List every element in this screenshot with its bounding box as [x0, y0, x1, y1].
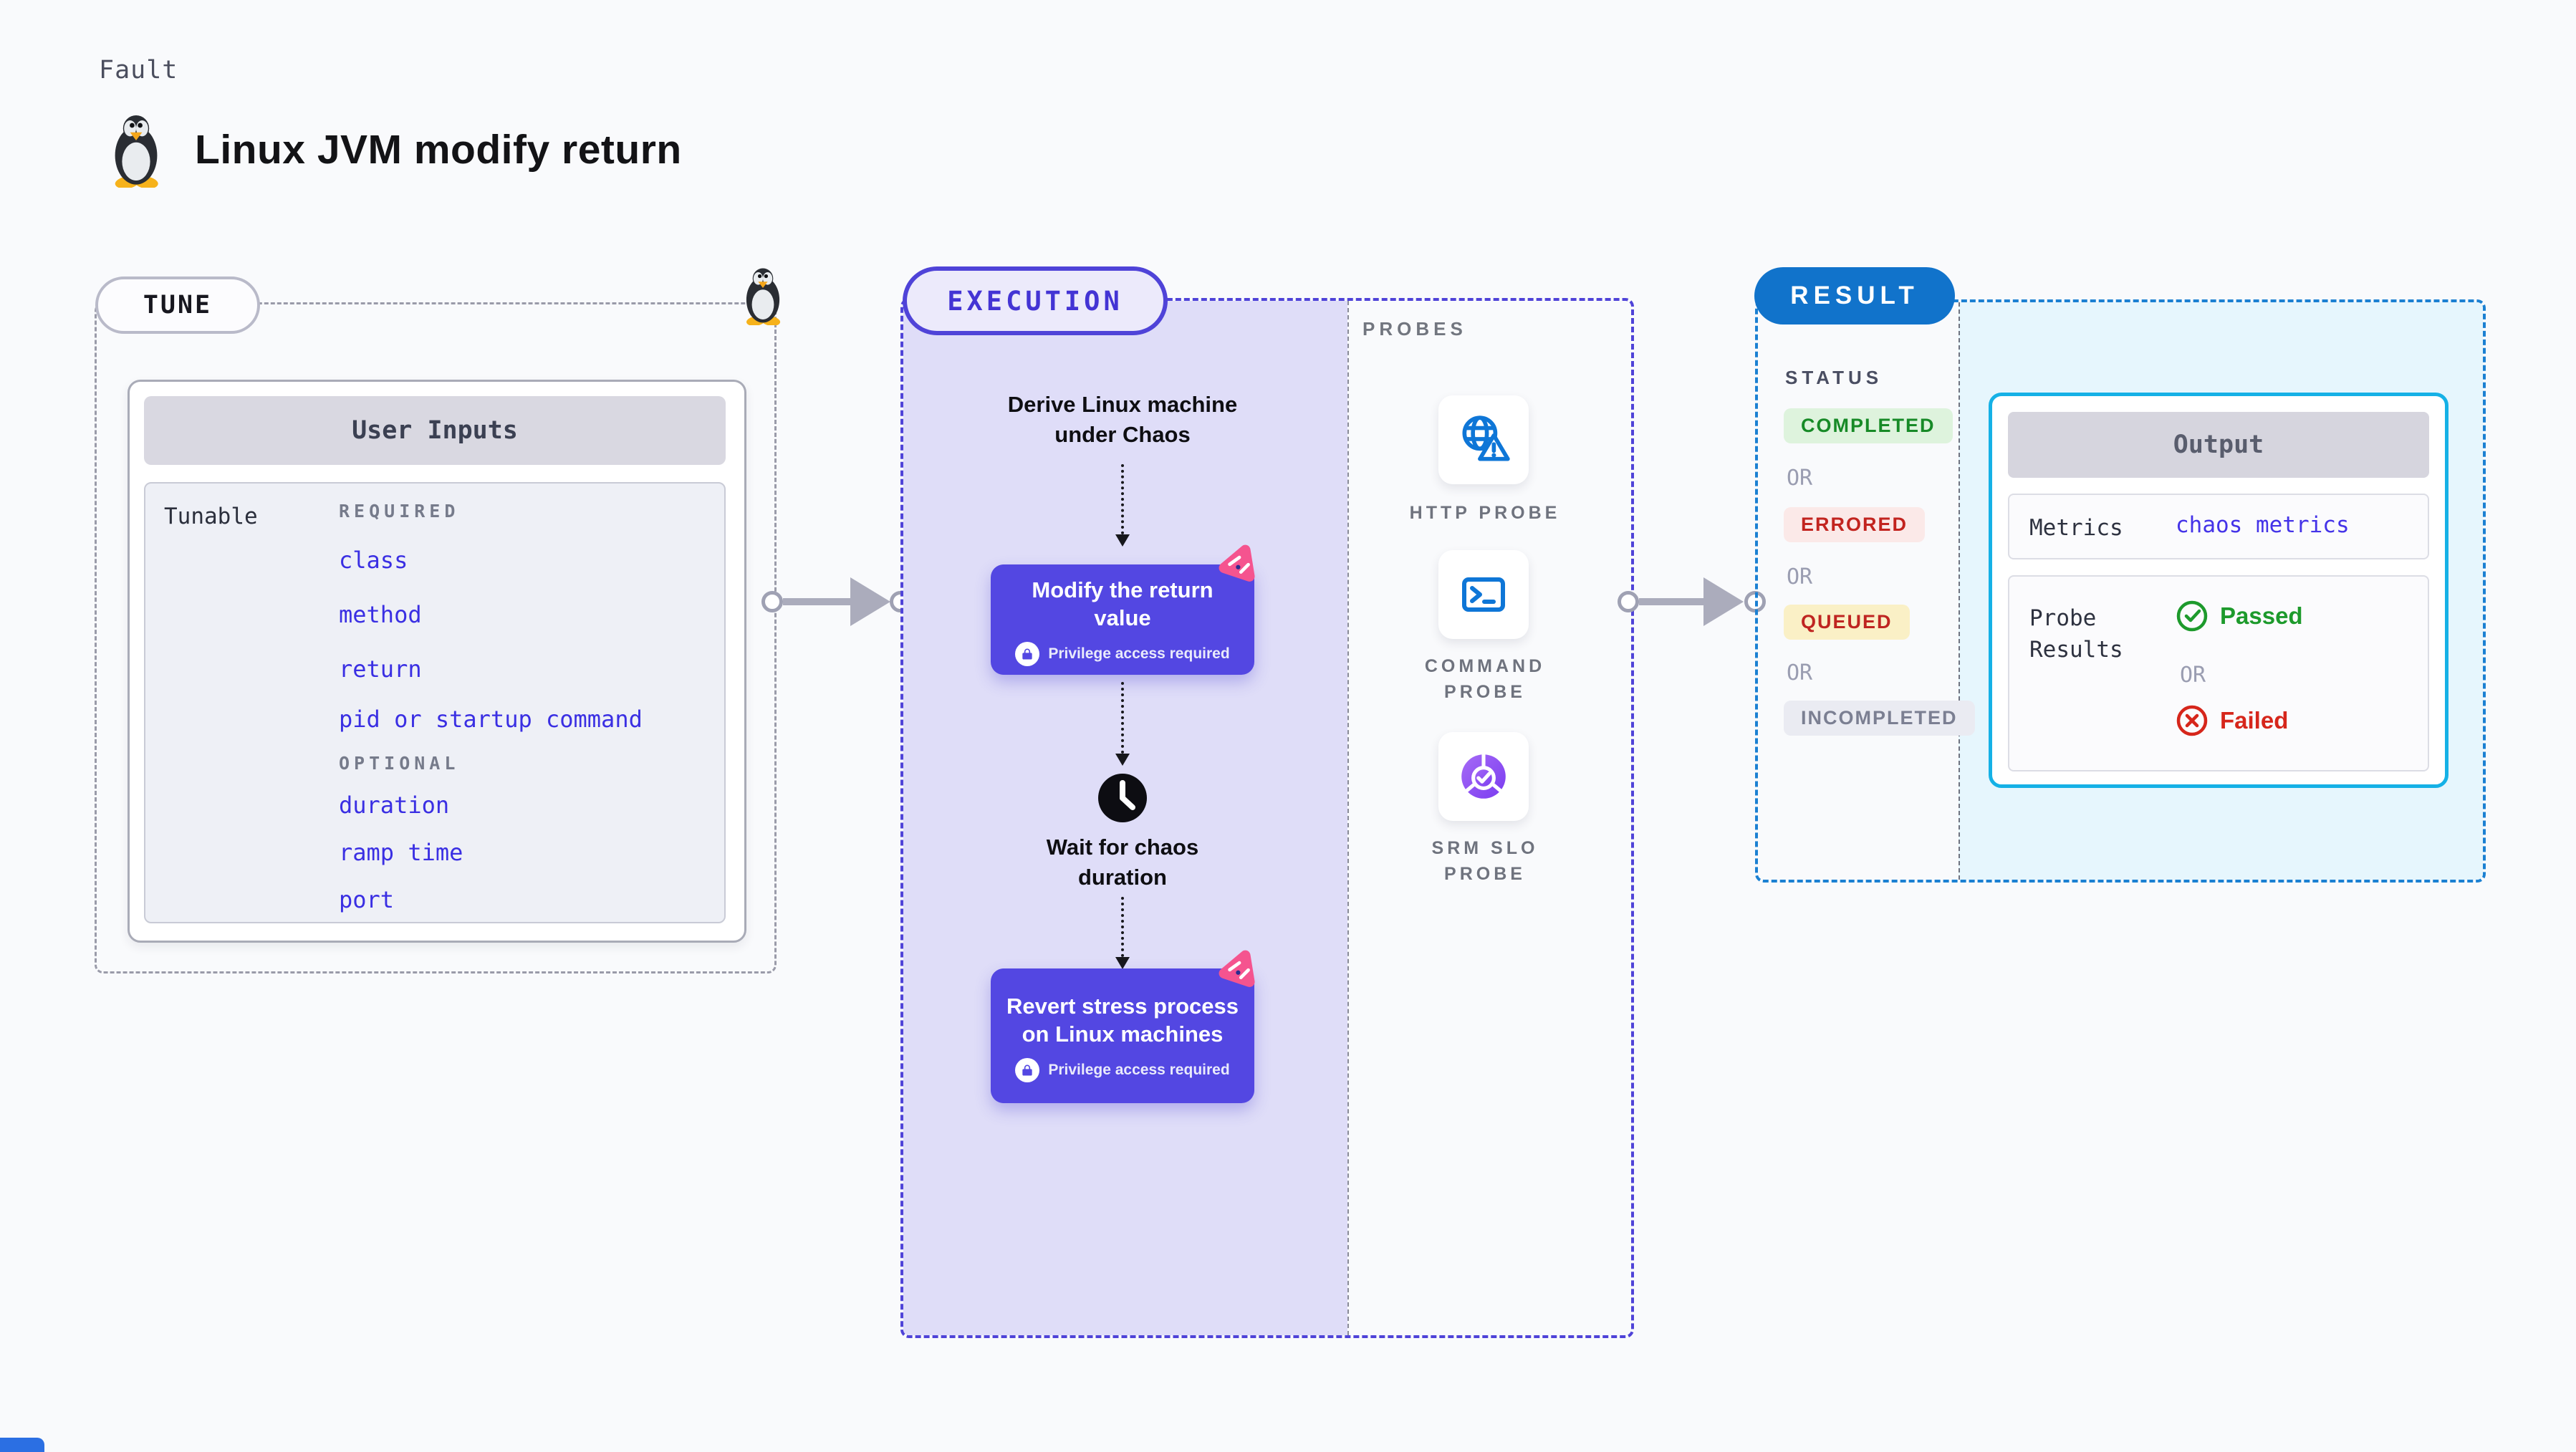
srm-slo-probe-label: SRM SLO PROBE	[1431, 838, 1539, 884]
failed-label: Failed	[2220, 707, 2289, 734]
dotted-connector	[1121, 897, 1124, 957]
tunable-label: Tunable	[164, 504, 258, 529]
status-output-divider	[1959, 302, 1960, 880]
terminal-icon	[1462, 577, 1505, 612]
user-inputs-header: User Inputs	[144, 396, 726, 465]
arrow-head-icon	[1703, 577, 1744, 626]
probes-label: PROBES	[1363, 318, 1467, 340]
status-badge-completed: COMPLETED	[1784, 408, 1953, 443]
status-badge-queued: QUEUED	[1784, 605, 1910, 640]
arrow-head-icon	[1115, 957, 1130, 969]
dotted-connector	[1121, 464, 1124, 534]
user-inputs-card: User Inputs Tunable REQUIRED class metho…	[128, 380, 746, 943]
http-probe-label: HTTP PROBE	[1409, 503, 1561, 523]
tune-section-outline	[95, 302, 777, 973]
input-link-return[interactable]: return	[339, 655, 422, 683]
arrow-head-icon	[850, 577, 890, 626]
linux-penguin-icon-small	[746, 268, 781, 325]
privilege-note: Privilege access required	[1048, 645, 1230, 662]
status-badge-incompleted: INCOMPLETED	[1784, 701, 1975, 736]
connector-dot	[761, 591, 783, 612]
privilege-row: Privilege access required	[1015, 642, 1230, 666]
flow-arrow-execution-to-result	[1639, 598, 1705, 605]
corner-notch	[0, 1438, 44, 1452]
linux-penguin-icon	[115, 115, 158, 188]
privilege-note: Privilege access required	[1048, 1062, 1230, 1078]
passed-label: Passed	[2220, 602, 2303, 629]
globe-alert-icon	[1462, 415, 1510, 461]
arrow-head-icon	[1115, 754, 1130, 766]
wait-clock-icon	[1098, 774, 1147, 822]
or-separator: OR	[1787, 660, 1813, 686]
dotted-connector	[1121, 682, 1124, 754]
metrics-row: Metrics chaos metrics	[2008, 494, 2429, 559]
required-label: REQUIRED	[339, 501, 460, 521]
passed-result: Passed	[2176, 600, 2303, 633]
execution-badge: EXECUTION	[903, 266, 1168, 335]
page-title: Linux JVM modify return	[195, 127, 682, 173]
status-badge-errored: ERRORED	[1784, 507, 1926, 542]
optional-label: OPTIONAL	[339, 753, 460, 774]
slo-pie-check-icon	[1461, 754, 1506, 799]
tune-badge: TUNE	[95, 277, 260, 334]
status-label: STATUS	[1785, 367, 1883, 388]
chaos-fault-icon	[1219, 950, 1255, 987]
input-link-ramp-time[interactable]: ramp time	[339, 839, 463, 866]
step-derive-machine: Derive Linux machine under Chaos	[1007, 392, 1238, 447]
http-probe-card	[1438, 395, 1529, 484]
input-link-duration[interactable]: duration	[339, 792, 450, 819]
or-separator: OR	[2180, 663, 2206, 688]
tunable-panel: Tunable REQUIRED class method return pid…	[144, 482, 726, 923]
privilege-row: Privilege access required	[1015, 1058, 1230, 1082]
arrow-head-icon	[1115, 534, 1130, 547]
node-title: Revert stress process on Linux machines	[1006, 994, 1239, 1047]
connector-dot	[1618, 591, 1639, 612]
node-revert-stress[interactable]: Revert stress process on Linux machines …	[991, 968, 1254, 1103]
result-badge: RESULT	[1754, 267, 1955, 324]
output-card: Output Metrics chaos metrics Probe Resul…	[1989, 393, 2448, 788]
node-modify-return[interactable]: Modify the return value Privilege access…	[991, 564, 1254, 675]
x-circle-icon	[2176, 705, 2208, 736]
or-separator: OR	[1787, 466, 1813, 491]
check-circle-icon	[2176, 600, 2208, 632]
input-link-method[interactable]: method	[339, 601, 422, 628]
execution-probes-divider	[1347, 301, 1349, 1335]
metrics-label: Metrics	[2029, 515, 2123, 541]
step-wait-duration: Wait for chaos duration	[1046, 835, 1199, 890]
node-title: Modify the return value	[1032, 577, 1213, 630]
command-probe-card	[1438, 550, 1529, 639]
chaos-fault-icon	[1219, 544, 1255, 582]
lock-icon	[1015, 1058, 1040, 1082]
srm-slo-probe-card	[1438, 732, 1529, 821]
or-separator: OR	[1787, 564, 1813, 590]
input-link-pid-or-startup-command[interactable]: pid or startup command	[339, 706, 643, 733]
probe-results-row: Probe Results Passed OR Failed	[2008, 575, 2429, 771]
command-probe-label: COMMAND PROBE	[1424, 656, 1546, 702]
chaos-metrics-link[interactable]: chaos metrics	[2176, 512, 2350, 538]
input-link-port[interactable]: port	[339, 886, 395, 913]
flow-arrow-tune-to-execution	[783, 598, 852, 605]
input-link-class[interactable]: class	[339, 547, 408, 574]
lock-icon	[1015, 642, 1040, 666]
failed-result: Failed	[2176, 704, 2288, 737]
output-header: Output	[2008, 412, 2429, 478]
probe-results-label: Probe Results	[2029, 605, 2123, 663]
fault-kicker: Fault	[99, 56, 178, 85]
